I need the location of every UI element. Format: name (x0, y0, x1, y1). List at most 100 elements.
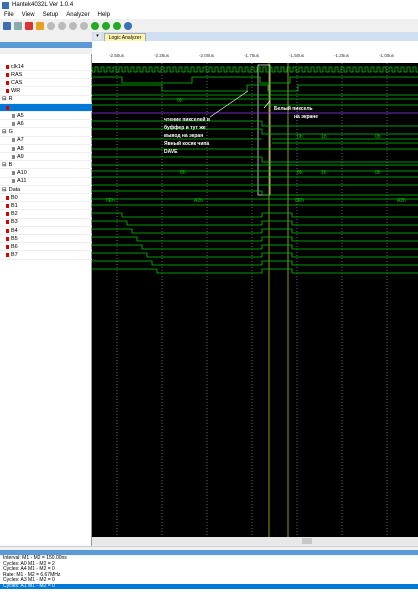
signal-row[interactable]: RAS (0, 71, 92, 80)
trace-cas (92, 84, 418, 92)
channel-icon (6, 228, 9, 233)
trace-data-bit (92, 252, 418, 258)
save-icon[interactable] (3, 21, 11, 30)
trace-bus-data (92, 198, 418, 206)
channel-icon (12, 113, 15, 118)
tab-menu-icon[interactable]: ▾ (94, 33, 101, 40)
signal-label: clk14 (11, 63, 24, 70)
ruler-tick: -1.00us (379, 53, 395, 58)
menu-view[interactable]: View (21, 11, 35, 18)
channel-icon (6, 253, 9, 258)
signal-label: B5 (11, 235, 18, 242)
signal-row[interactable]: A8 (0, 145, 92, 153)
signal-panel-header (0, 32, 92, 54)
trace-a8 (92, 156, 418, 163)
signal-row[interactable]: A10 (0, 170, 92, 178)
measurement-row[interactable]: Interval: M1 - M2 = 150.00ns (3, 555, 67, 561)
ruler-tick: -1.75us (244, 53, 260, 58)
zoom-out-icon[interactable] (58, 21, 66, 30)
horizontal-scrollbar[interactable] (92, 537, 418, 545)
ruler-tick: -2.25us (154, 53, 170, 58)
time-ruler[interactable]: -2.50us -2.25us -2.00us -1.75us -1.50us … (92, 41, 418, 63)
collapse-icon[interactable]: ⊟ (2, 186, 7, 193)
channel-icon (12, 146, 15, 151)
measurement-row[interactable]: Cycles: A0 M1 - M2 = 2 (3, 560, 55, 567)
zoom-fit-icon[interactable] (69, 21, 77, 30)
signal-row[interactable]: CAS (0, 79, 92, 88)
data-value-d: A2h (397, 198, 406, 204)
signal-row[interactable]: B5 (0, 235, 92, 244)
signal-row[interactable]: A11 (0, 178, 92, 186)
signal-row[interactable]: B2 (0, 211, 92, 219)
trace-a11 (92, 190, 418, 196)
annotation-left-line: буффер и тут же (164, 124, 206, 131)
signal-row[interactable]: A6 (0, 120, 92, 129)
trace-a6 (92, 128, 418, 135)
signal-row[interactable]: A9 (0, 153, 92, 162)
tab-logic-analyzer[interactable]: Logic Analyzer (104, 33, 146, 42)
ruler-tick: -1.25us (334, 53, 350, 58)
annotation-left-line: вывод на экран (164, 133, 203, 139)
channel-icon (6, 89, 9, 94)
collapse-icon[interactable]: ⊟ (2, 96, 7, 103)
signal-row[interactable]: clk14 (0, 63, 92, 71)
signal-label: A5 (17, 112, 24, 119)
signal-row[interactable]: B4 (0, 227, 92, 235)
title-bar: Hantek4032L Ver 1.0.4 (0, 0, 418, 10)
signal-label: B7 (11, 252, 18, 259)
signal-row[interactable]: WR (0, 88, 92, 96)
annotation-left-line: Явный косяк чипа (164, 140, 209, 147)
measurement-row[interactable]: Cycles: A4 M1 - M2 = 0 (3, 566, 55, 572)
signal-row[interactable]: ⊟B (0, 161, 92, 170)
toolbar (0, 19, 418, 32)
help-icon[interactable] (124, 21, 132, 30)
signal-row[interactable] (0, 104, 92, 112)
open-icon[interactable] (14, 21, 22, 30)
window-title: Hantek4032L Ver 1.0.4 (12, 2, 74, 8)
collapse-icon[interactable]: ⊟ (2, 161, 7, 168)
signal-row[interactable]: ⊟Data (0, 186, 92, 194)
menu-analyzer[interactable]: Analyzer (66, 11, 90, 18)
trace-data-bit (92, 236, 418, 242)
trace-ras (92, 76, 418, 84)
settings-icon[interactable] (36, 21, 44, 30)
zoom-in-icon[interactable] (47, 21, 55, 30)
measurement-row[interactable]: Cycles: A3 M1 - M2 = 0 (3, 577, 55, 583)
channel-icon (12, 154, 15, 159)
run-icon[interactable] (102, 21, 110, 30)
zoom-icon[interactable] (80, 21, 88, 30)
chart-icon[interactable] (25, 21, 33, 30)
bus-b-value-a: 0h (297, 170, 303, 176)
signal-row[interactable]: B1 (0, 202, 92, 211)
annotation-arrow (263, 100, 271, 109)
bus-r-value: 0h (177, 98, 183, 104)
signal-row[interactable]: B7 (0, 252, 92, 260)
signal-row[interactable]: A7 (0, 137, 92, 145)
signal-row[interactable]: B6 (0, 243, 92, 252)
trace-bus-g (92, 138, 418, 144)
measurement-row-selected[interactable]: Cycles: A1 M1 - M2 = 0 (0, 583, 418, 589)
trace-data-bit (92, 212, 418, 218)
data-value-c: 0Eh (295, 198, 304, 204)
signal-row[interactable]: ⊟R (0, 96, 92, 104)
channel-icon (12, 138, 15, 143)
signal-row[interactable]: B3 (0, 219, 92, 227)
channel-icon (6, 236, 9, 241)
prev-icon[interactable] (91, 21, 99, 30)
waveform-area[interactable]: 0h 0h 1h 0h 0h 0h 1h 0h 0Eh A2h 0Eh A2h … (92, 63, 418, 544)
measurement-row[interactable]: Rate: M1 - M2 = 6.67MHz (3, 571, 61, 578)
collapse-icon[interactable]: ⊟ (2, 129, 7, 136)
signal-label: CAS (11, 79, 23, 86)
next-icon[interactable] (113, 21, 121, 30)
signal-row[interactable]: ⊟G (0, 129, 92, 137)
signal-row[interactable]: A5 (0, 112, 92, 121)
menu-setup[interactable]: Setup (42, 11, 59, 18)
signal-row[interactable]: B0 (0, 194, 92, 203)
annotation-left-line: чтение пикселей в (164, 116, 210, 123)
channel-icon (6, 212, 9, 217)
menu-help[interactable]: Help (97, 11, 110, 18)
menu-file[interactable]: File (4, 11, 14, 18)
signal-label: B1 (11, 202, 18, 209)
trace-data-bit (92, 244, 418, 250)
scroll-thumb[interactable] (302, 538, 312, 544)
